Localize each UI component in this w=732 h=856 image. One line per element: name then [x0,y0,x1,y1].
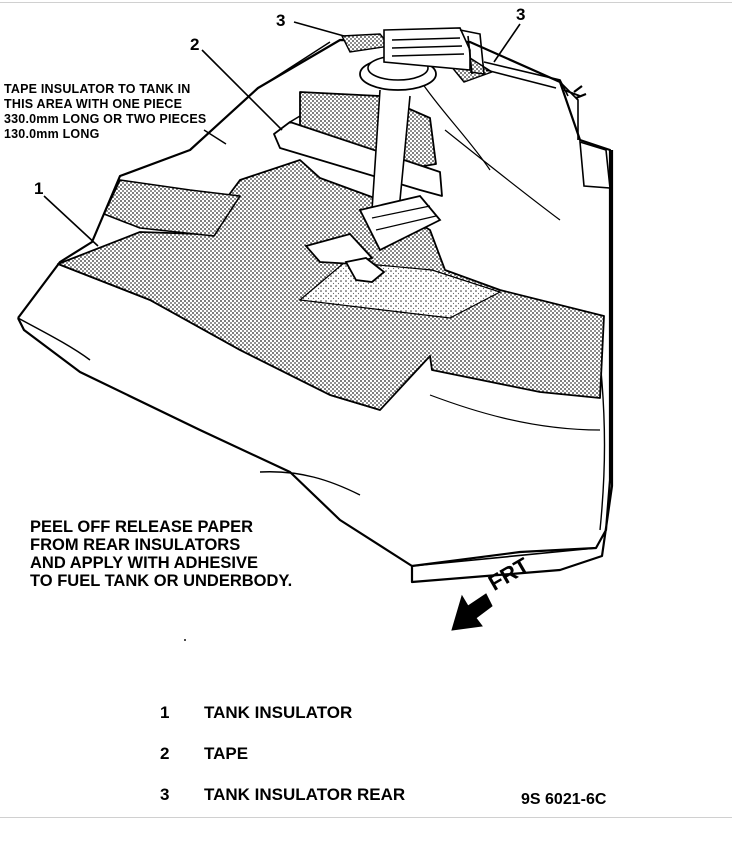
leader-3-left [293,21,345,37]
leader-1 [43,195,99,247]
legend-label: TAPE [204,744,249,763]
callout-1: 1 [34,179,44,198]
legend-number: 2 [160,744,170,763]
legend: 1 TANK INSULATOR 2 TAPE 3 TANK INSULATOR… [160,703,520,826]
tape-instruction-note: TAPE INSULATOR TO TANK IN THIS AREA WITH… [4,82,207,141]
legend-item: 1 TANK INSULATOR [160,703,520,744]
callout-3-left: 3 [276,11,286,30]
leader-2 [201,49,283,131]
callout-2: 2 [190,35,200,54]
figure-code: 9S 6021-6C [521,791,607,808]
legend-item: 2 TAPE [160,744,520,785]
tank-insulator-sheet [57,159,605,411]
bottom-rule [0,817,732,818]
fuel-tank-body [17,38,614,584]
peel-instruction-note: PEEL OFF RELEASE PAPER FROM REAR INSULAT… [30,518,293,590]
legend-number: 1 [160,703,170,722]
arrow-down-left-icon [451,593,493,631]
legend-item: 3 TANK INSULATOR REAR [160,785,520,826]
top-rule [0,2,732,3]
legend-number: 3 [160,785,170,804]
legend-label: TANK INSULATOR [204,703,353,722]
callout-3-right: 3 [516,5,526,24]
fuel-sender-assembly [304,27,587,283]
leader-lines [43,21,521,247]
leader-tape-note [203,129,227,145]
leader-3-right [493,23,521,63]
legend-label: TANK INSULATOR REAR [204,785,406,804]
